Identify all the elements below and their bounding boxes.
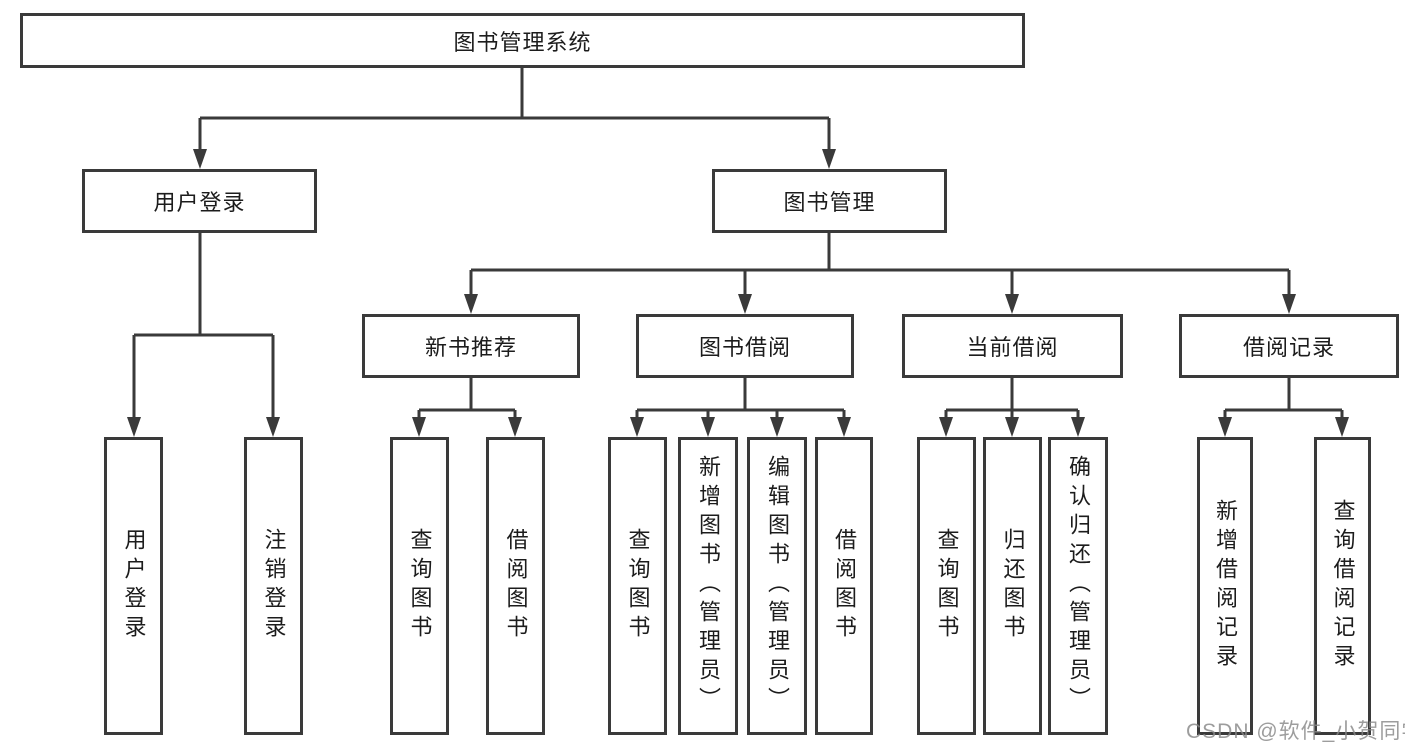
leaf-label: 查询图书 — [625, 527, 651, 645]
leaf-return-books: 归还图书 — [983, 437, 1042, 735]
node-label: 图书管理系统 — [453, 29, 592, 55]
leaf-query-books-current: 查询图书 — [917, 437, 976, 735]
node-current-borrow: 当前借阅 — [902, 314, 1123, 378]
leaf-query-books-borrow: 查询图书 — [608, 437, 667, 735]
leaf-label: 查询图书 — [934, 527, 960, 645]
leaf-label: 用户登录 — [121, 527, 147, 645]
leaf-add-books-admin: 新增图书（管理员） — [678, 437, 738, 735]
node-borrow-records: 借阅记录 — [1179, 314, 1399, 378]
node-book-borrow: 图书借阅 — [636, 314, 854, 378]
leaf-label: 新增图书（管理员） — [696, 455, 721, 717]
connector-book-borrow-group — [635, 378, 846, 419]
arrowhead-icons — [127, 149, 1349, 437]
csdn-watermark: CSDN @软件_小贺同学 — [1186, 720, 1405, 743]
leaf-label: 查询借阅记录 — [1330, 498, 1356, 674]
leaf-add-borrow-record: 新增借阅记录 — [1197, 437, 1253, 735]
node-label: 新书推荐 — [424, 335, 517, 360]
node-label: 用户登录 — [153, 190, 246, 215]
connector-borrow-records-group — [1223, 378, 1344, 419]
leaf-label: 新增借阅记录 — [1213, 498, 1238, 674]
leaf-query-books-recommend: 查询图书 — [390, 437, 449, 735]
node-book-management: 图书管理 — [712, 169, 947, 233]
leaf-user-login: 用户登录 — [104, 437, 163, 735]
leaf-logout: 注销登录 — [244, 437, 303, 735]
node-user-login: 用户登录 — [82, 169, 317, 233]
leaf-label: 借阅图书 — [503, 527, 529, 645]
leaf-label: 编辑图书（管理员） — [765, 455, 790, 717]
node-label: 图书管理 — [783, 190, 876, 215]
node-new-book-recommend: 新书推荐 — [362, 314, 580, 378]
leaf-confirm-return-admin: 确认归还（管理员） — [1048, 437, 1108, 735]
connector-user-login-group — [132, 233, 275, 419]
leaf-label: 查询图书 — [407, 527, 433, 645]
connector-book-mgmt-to-level3 — [469, 233, 1291, 296]
connector-current-borrow-group — [944, 378, 1080, 419]
node-label: 借阅记录 — [1242, 335, 1335, 360]
leaf-edit-books-admin: 编辑图书（管理员） — [747, 437, 807, 735]
leaf-label: 借阅图书 — [832, 527, 857, 645]
leaf-label: 确认归还（管理员） — [1066, 455, 1091, 717]
leaf-borrow-books-recommend: 借阅图书 — [486, 437, 545, 735]
node-label: 当前借阅 — [966, 335, 1059, 360]
connector-root-to-level2 — [198, 68, 831, 151]
connector-new-book-group — [417, 378, 517, 419]
leaf-label: 归还图书 — [1000, 527, 1026, 645]
leaf-borrow-books: 借阅图书 — [815, 437, 873, 735]
node-label: 图书借阅 — [698, 335, 791, 360]
node-root-library-system: 图书管理系统 — [20, 13, 1025, 68]
leaf-label: 注销登录 — [261, 527, 287, 645]
leaf-query-borrow-record: 查询借阅记录 — [1314, 437, 1371, 735]
